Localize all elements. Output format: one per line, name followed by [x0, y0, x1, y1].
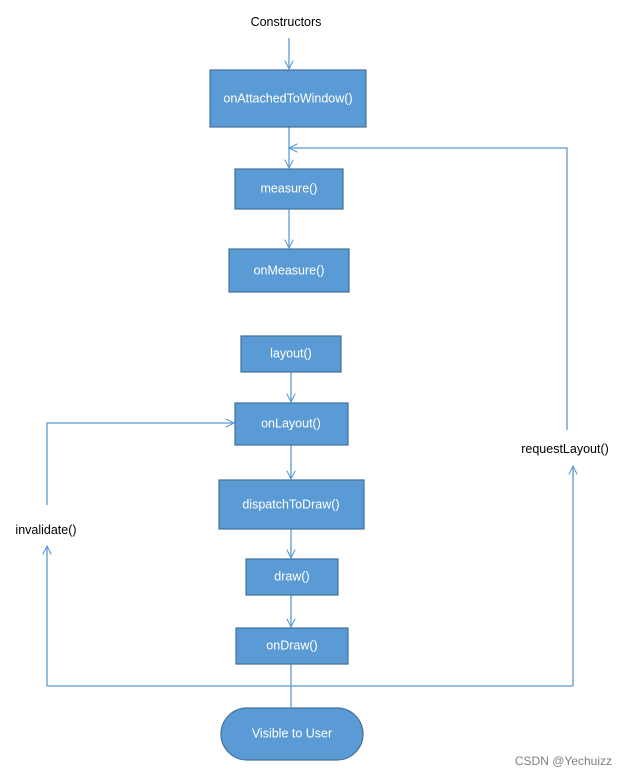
node-on-draw: onDraw() [235, 627, 349, 665]
arrow-requestlayout-to-measure [289, 148, 568, 430]
node-on-measure: onMeasure() [228, 248, 350, 293]
watermark: CSDN @Yechuizz [515, 754, 612, 768]
invalidate-label: invalidate() [15, 523, 76, 537]
node-layout: layout() [240, 335, 342, 373]
node-visible-to-user-label: Visible to User [252, 726, 332, 740]
node-on-layout: onLayout() [234, 402, 349, 446]
node-layout-label: layout() [270, 346, 312, 360]
arrow-invalidate-to-onlayout [46, 423, 234, 505]
node-draw: draw() [245, 558, 339, 596]
node-measure-label: measure() [261, 181, 318, 195]
request-layout-label: requestLayout() [521, 442, 609, 456]
node-on-draw-label: onDraw() [266, 638, 317, 652]
node-dispatch-to-draw: dispatchToDraw() [218, 479, 365, 530]
node-visible-to-user: Visible to User [220, 707, 364, 761]
node-on-attached-to-window: onAttachedToWindow() [209, 69, 367, 128]
constructors-label: Constructors [251, 15, 322, 29]
node-dispatch-to-draw-label: dispatchToDraw() [242, 497, 339, 511]
node-draw-label: draw() [274, 569, 309, 583]
node-on-attached-to-window-label: onAttachedToWindow() [223, 91, 352, 105]
node-measure: measure() [234, 168, 344, 210]
node-on-layout-label: onLayout() [261, 416, 321, 430]
node-on-measure-label: onMeasure() [254, 263, 325, 277]
